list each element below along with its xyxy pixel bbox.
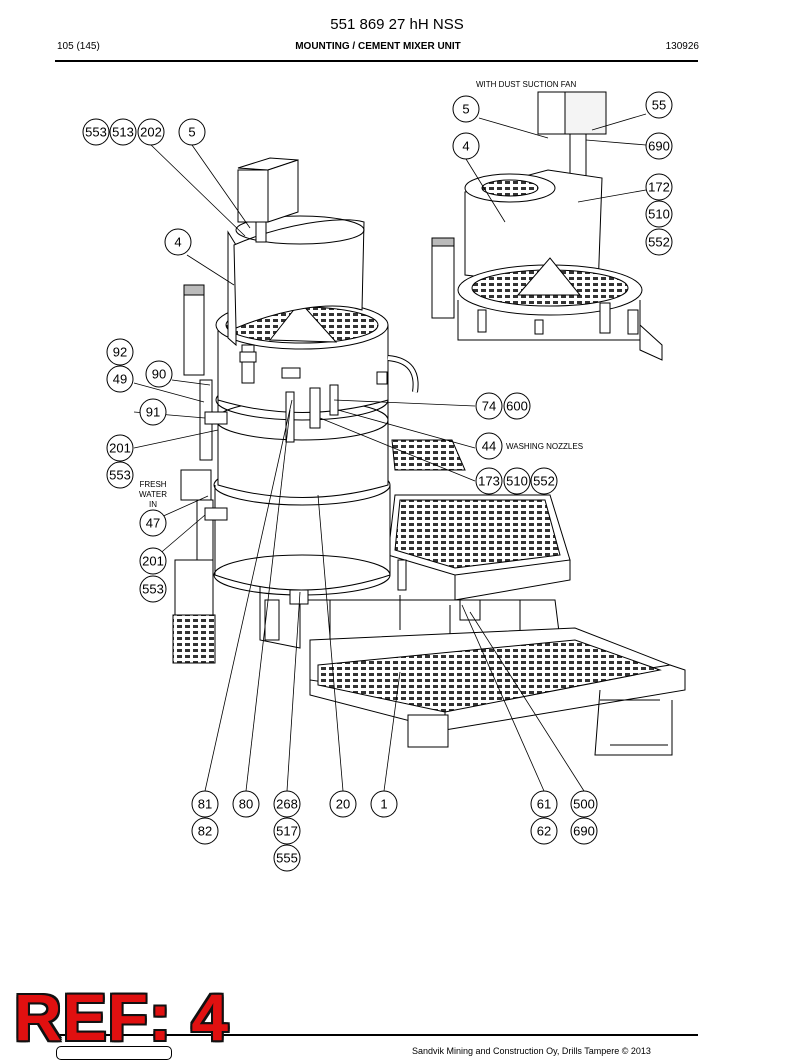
header-rule [55, 60, 698, 62]
callout-690: 690 [573, 824, 595, 839]
page-number: 105 (145) [57, 41, 100, 52]
callout-82: 82 [198, 824, 212, 839]
callout-510: 510 [506, 474, 528, 489]
leader-lines [133, 113, 647, 792]
fresh-water-note-3: IN [149, 500, 157, 509]
callout-553-low: 553 [142, 582, 164, 597]
callout-55: 55 [652, 98, 666, 113]
callout-600: 600 [506, 399, 528, 414]
callout-90: 90 [152, 367, 166, 382]
callout-202: 202 [140, 125, 162, 140]
dust-fan-view [431, 91, 663, 361]
callout-74: 74 [482, 399, 496, 414]
callout-552: 552 [533, 474, 555, 489]
callout-268: 268 [276, 797, 298, 812]
callout-510-fan: 510 [648, 207, 670, 222]
washing-nozzles-note: WASHING NOZZLES [506, 442, 583, 451]
callout-20: 20 [336, 797, 350, 812]
callout-553: 553 [85, 125, 107, 140]
callout-5: 5 [188, 125, 195, 140]
callout-81: 81 [198, 797, 212, 812]
callout-5-fan: 5 [462, 102, 469, 117]
footer-rule [55, 1034, 698, 1036]
dust-fan-note: WITH DUST SUCTION FAN [476, 80, 577, 89]
callout-517: 517 [276, 824, 298, 839]
callout-553-mid: 553 [109, 468, 131, 483]
callout-80: 80 [239, 797, 253, 812]
document-title: 551 869 27 hH NSS [330, 16, 464, 33]
mixer-unit-drawing [172, 157, 686, 756]
callout-47: 47 [146, 516, 160, 531]
callout-44: 44 [482, 439, 496, 454]
footer-copyright: Sandvik Mining and Construction Oy, Dril… [412, 1046, 651, 1056]
callout-4-fan: 4 [462, 139, 469, 154]
callout-690-fan: 690 [648, 139, 670, 154]
fresh-water-note-2: WATER [139, 490, 167, 499]
callout-61: 61 [537, 797, 551, 812]
callout-500: 500 [573, 797, 595, 812]
fresh-water-note-1: FRESH [139, 480, 166, 489]
callout-552-fan: 552 [648, 235, 670, 250]
callout-4: 4 [174, 235, 181, 250]
callout-172: 172 [648, 180, 670, 195]
callout-92: 92 [113, 345, 127, 360]
callout-62: 62 [537, 824, 551, 839]
callout-201-low: 201 [142, 554, 164, 569]
ref-stamp: REF: 4 [14, 980, 230, 1054]
callout-91: 91 [146, 405, 160, 420]
callout-1: 1 [380, 797, 387, 812]
callouts: 553 513 202 5 4 5 55 4 690 172 510 552 9… [82, 80, 673, 872]
callout-173: 173 [478, 474, 500, 489]
callout-555: 555 [276, 851, 298, 866]
callout-513: 513 [112, 125, 134, 140]
callout-201: 201 [109, 441, 131, 456]
section-title: MOUNTING / CEMENT MIXER UNIT [295, 41, 461, 52]
callout-49: 49 [113, 372, 127, 387]
document-code: 130926 [665, 41, 699, 52]
